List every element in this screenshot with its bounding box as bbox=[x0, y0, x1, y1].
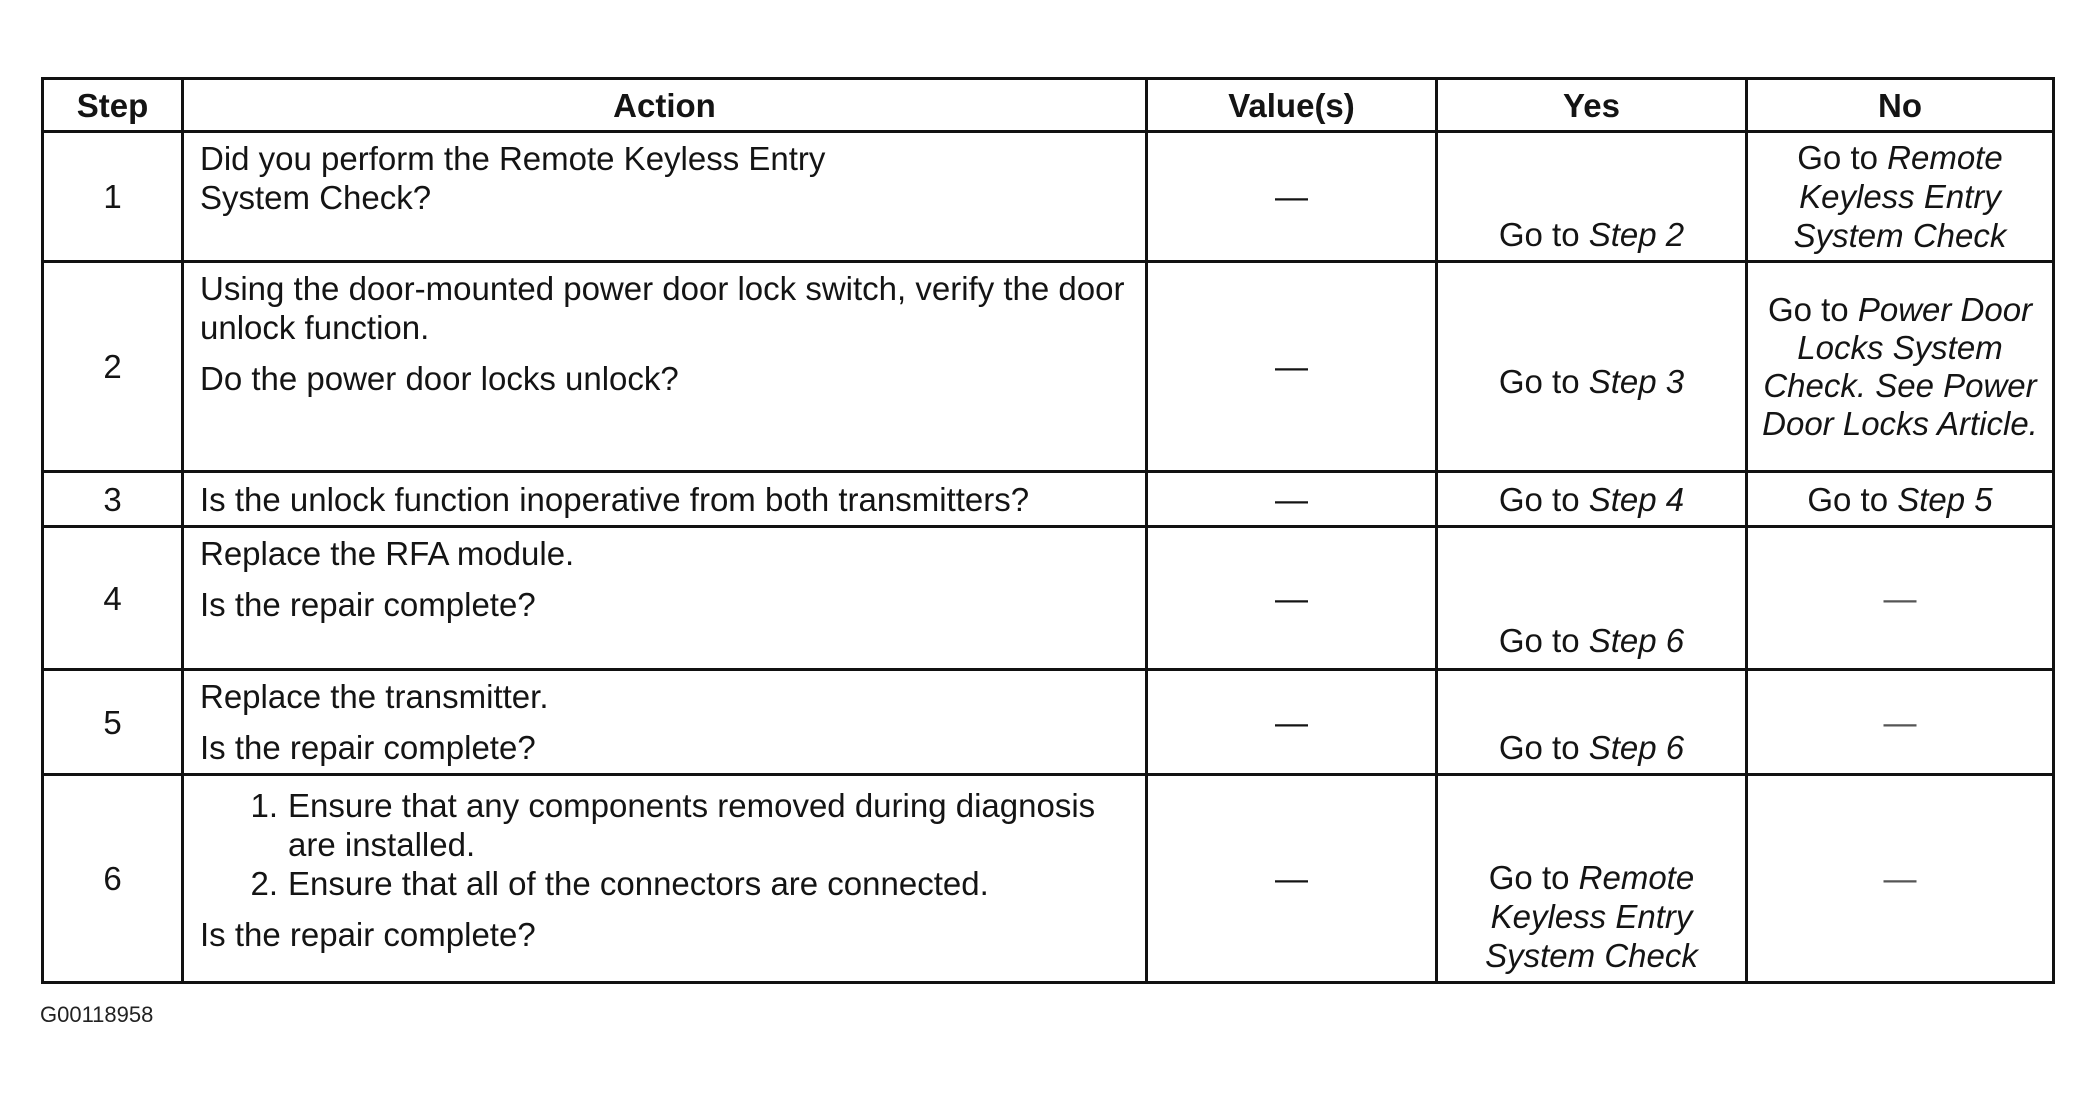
yes-cell: Go to Step 6 bbox=[1435, 668, 1748, 776]
yes-cell: Go to Step 3 bbox=[1435, 260, 1748, 473]
yes-prefix: Go to bbox=[1498, 363, 1589, 400]
action-question: Is the repair complete? bbox=[200, 916, 536, 953]
step-number: 3 bbox=[41, 470, 184, 528]
action-cell: Is the unlock function inoperative from … bbox=[181, 470, 1148, 528]
no-ref-link[interactable]: Power Door Locks System Check. See Power… bbox=[1762, 290, 2038, 442]
no-ref-link[interactable]: Remote Keyless Entry System Check bbox=[1793, 139, 2007, 254]
action-cell: Replace the transmitter. Is the repair c… bbox=[181, 668, 1148, 776]
action-text: System Check? bbox=[200, 179, 432, 216]
no-cell: Go to Remote Keyless Entry System Check bbox=[1745, 130, 2055, 263]
table-row: 4 Replace the RFA module. Is the repair … bbox=[41, 525, 2055, 671]
no-cell: Go to Step 5 bbox=[1745, 470, 2055, 528]
step-number: 5 bbox=[41, 668, 184, 776]
value-cell: — bbox=[1145, 260, 1438, 473]
action-text: Replace the transmitter. bbox=[200, 678, 549, 715]
step-number: 6 bbox=[41, 773, 184, 984]
action-cell: Replace the RFA module. Is the repair co… bbox=[181, 525, 1148, 671]
no-step-link[interactable]: Step 5 bbox=[1897, 480, 1993, 518]
table-row: 1 Did you perform the Remote Keyless Ent… bbox=[41, 130, 2055, 263]
action-cell: 1. Ensure that any components removed du… bbox=[181, 773, 1148, 984]
no-prefix: Go to bbox=[1807, 480, 1898, 518]
value-cell: — bbox=[1145, 668, 1438, 776]
action-cell: Using the door-mounted power door lock s… bbox=[181, 260, 1148, 473]
list-number: 2. bbox=[250, 865, 278, 902]
yes-prefix: Go to bbox=[1498, 216, 1589, 253]
header-step: Step bbox=[41, 77, 184, 133]
no-cell: Go to Power Door Locks System Check. See… bbox=[1745, 260, 2055, 473]
yes-step-link[interactable]: Step 4 bbox=[1588, 480, 1685, 518]
action-question: Is the repair complete? bbox=[200, 729, 536, 766]
no-cell: — bbox=[1745, 773, 2055, 984]
action-question: Do the power door locks unlock? bbox=[200, 360, 679, 397]
no-prefix: Go to bbox=[1767, 290, 1858, 328]
table-row: 5 Replace the transmitter. Is the repair… bbox=[41, 668, 2055, 776]
yes-step-link[interactable]: Step 3 bbox=[1588, 363, 1685, 400]
yes-cell: Go to Remote Keyless Entry System Check bbox=[1435, 773, 1748, 984]
action-text: Did you perform the Remote Keyless Entry bbox=[200, 140, 826, 177]
action-cell: Did you perform the Remote Keyless Entry… bbox=[181, 130, 1148, 263]
header-no: No bbox=[1745, 77, 2055, 133]
yes-ref-link[interactable]: Remote Keyless Entry System Check bbox=[1485, 859, 1698, 974]
yes-prefix: Go to bbox=[1488, 859, 1579, 896]
step-number: 4 bbox=[41, 525, 184, 671]
yes-cell: Go to Step 4 bbox=[1435, 470, 1748, 528]
yes-prefix: Go to bbox=[1498, 480, 1589, 518]
value-cell: — bbox=[1145, 130, 1438, 263]
figure-id: G00118958 bbox=[40, 1002, 154, 1027]
table-row: 3 Is the unlock function inoperative fro… bbox=[41, 470, 2055, 528]
action-question: Is the unlock function inoperative from … bbox=[200, 480, 1030, 518]
step-number: 2 bbox=[41, 260, 184, 473]
diagnostic-table: Step Action Value(s) Yes No 1 Did you pe… bbox=[41, 77, 2055, 984]
header-action: Action bbox=[181, 77, 1148, 133]
action-question: Is the repair complete? bbox=[200, 586, 536, 623]
action-text: Using the door-mounted power door lock s… bbox=[200, 270, 1125, 346]
yes-prefix: Go to bbox=[1498, 622, 1589, 659]
list-item: 1. Ensure that any components removed du… bbox=[200, 786, 1129, 864]
header-yes: Yes bbox=[1435, 77, 1748, 133]
list-text: Ensure that all of the connectors are co… bbox=[288, 865, 989, 902]
yes-prefix: Go to bbox=[1498, 729, 1589, 766]
value-cell: — bbox=[1145, 470, 1438, 528]
value-cell: — bbox=[1145, 773, 1438, 984]
yes-step-link[interactable]: Step 2 bbox=[1588, 216, 1685, 253]
header-row: Step Action Value(s) Yes No bbox=[41, 77, 2055, 133]
no-cell: — bbox=[1745, 668, 2055, 776]
yes-cell: Go to Step 2 bbox=[1435, 130, 1748, 263]
list-item: 2. Ensure that all of the connectors are… bbox=[200, 864, 1129, 903]
yes-cell: Go to Step 6 bbox=[1435, 525, 1748, 671]
value-cell: — bbox=[1145, 525, 1438, 671]
step-number: 1 bbox=[41, 130, 184, 263]
yes-step-link[interactable]: Step 6 bbox=[1588, 622, 1685, 659]
header-values: Value(s) bbox=[1145, 77, 1438, 133]
list-text: Ensure that any components removed durin… bbox=[288, 787, 1096, 863]
action-text: Replace the RFA module. bbox=[200, 535, 575, 572]
no-cell: — bbox=[1745, 525, 2055, 671]
table-row: 2 Using the door-mounted power door lock… bbox=[41, 260, 2055, 473]
table-row: 6 1. Ensure that any components removed … bbox=[41, 773, 2055, 984]
list-number: 1. bbox=[250, 787, 278, 824]
no-prefix: Go to bbox=[1797, 139, 1888, 176]
yes-step-link[interactable]: Step 6 bbox=[1588, 729, 1685, 766]
